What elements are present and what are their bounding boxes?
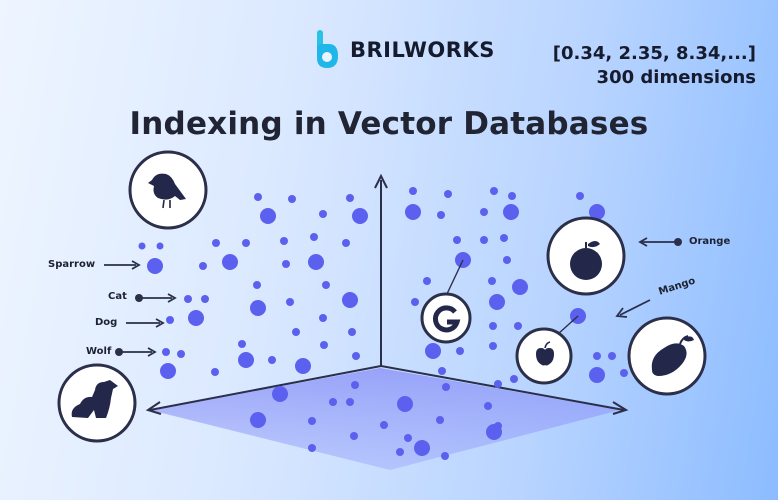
label-dog: Dog xyxy=(95,317,118,328)
orange-fruit-icon xyxy=(546,216,626,296)
apple-connector xyxy=(557,315,579,335)
label-wolf: Wolf xyxy=(86,346,112,357)
dog-icon xyxy=(57,363,137,443)
vector-dimensions: 300 dimensions xyxy=(596,67,756,88)
google-connector xyxy=(445,259,464,297)
x-axis-left-arrowhead xyxy=(145,401,162,415)
brand: BRILWORKS xyxy=(314,28,495,72)
label-orange: Orange xyxy=(689,236,731,247)
label-sparrow: Sparrow xyxy=(48,259,96,270)
google-icon xyxy=(420,292,472,344)
mango-icon xyxy=(627,316,707,396)
vector-points xyxy=(138,187,628,460)
apple-icon xyxy=(515,327,573,385)
bird-icon xyxy=(128,150,208,230)
brand-name: BRILWORKS xyxy=(350,38,495,62)
label-pointers xyxy=(104,237,682,357)
x-axis-right-arrowhead xyxy=(612,401,629,415)
label-cat: Cat xyxy=(108,291,127,302)
x-axis-right xyxy=(380,365,625,411)
x-axis-left xyxy=(149,365,382,411)
vector-notation: [0.34, 2.35, 8.34,...] 300 dimensions xyxy=(553,42,756,90)
vector-values: [0.34, 2.35, 8.34,...] xyxy=(552,43,756,64)
base-plane xyxy=(150,368,620,470)
page-title: Indexing in Vector Databases xyxy=(129,106,649,142)
y-axis-arrowhead xyxy=(374,173,388,189)
brilworks-logo-icon xyxy=(317,30,338,68)
